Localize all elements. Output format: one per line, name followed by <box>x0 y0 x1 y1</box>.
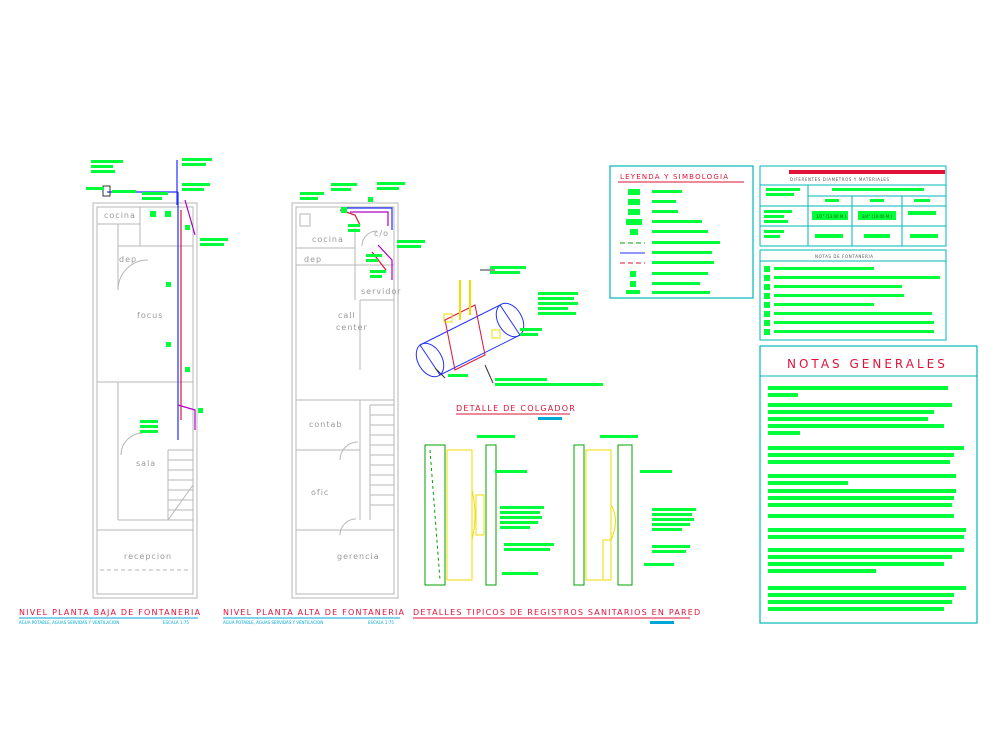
room-label: contab <box>309 420 342 429</box>
diameters-table-cells <box>764 188 938 238</box>
legend-title: LEYENDA Y SIMBOLOGIA <box>620 173 729 181</box>
room-label: dep <box>119 255 137 264</box>
room-label: sala <box>136 459 156 468</box>
upper-plumbing-lines <box>339 207 393 280</box>
upper-plan-scale: ESCALA 1:75 <box>368 620 394 625</box>
ground-annotation-tags <box>86 158 228 433</box>
hanger-detail-title: DETALLE DE COLGADOR <box>456 404 576 413</box>
ground-plan-title: NIVEL PLANTA BAJA DE FONTANERIA <box>19 608 201 617</box>
general-notes-title: NOTAS GENERALES <box>787 357 948 371</box>
room-label: focus <box>137 311 163 320</box>
upper-plan-title: NIVEL PLANTA ALTA DE FONTANERIA <box>223 608 405 617</box>
ground-stair <box>167 449 194 521</box>
ground-plan-subtitle: AGUA POTABLE, AGUAS SERVIDAS Y VENTILACI… <box>19 620 119 625</box>
room-label: recepcion <box>124 552 172 561</box>
scale-bar <box>538 417 562 420</box>
room-label: cocina <box>312 235 344 244</box>
room-label: cocina <box>104 211 136 220</box>
ground-plumbing-lines <box>102 160 196 440</box>
hanger-detail-tags <box>448 266 603 386</box>
wall-register-details <box>424 444 633 586</box>
diameters-table <box>759 165 947 247</box>
upper-stair <box>369 404 394 520</box>
room-label: center <box>336 323 368 332</box>
diameter-cell: 1/2" (13.00 M.) <box>816 214 847 219</box>
room-label: c/o <box>374 229 389 238</box>
registers-detail-title: DETALLES TIPICOS DE REGISTROS SANITARIOS… <box>413 608 701 617</box>
general-notes-panel <box>759 345 978 624</box>
upper-plan-subtitle: AGUA POTABLE, AGUAS SERVIDAS Y VENTILACI… <box>223 620 323 625</box>
room-label: servidor <box>361 287 402 296</box>
ground-plan-scale: ESCALA 1:75 <box>163 620 189 625</box>
upper-annotation-tags <box>300 182 425 278</box>
legend-panel <box>609 165 754 299</box>
diameters-title: DIFERENTES DIAMETROS Y MATERIALES <box>790 177 890 182</box>
ground-floor-plan <box>92 202 198 599</box>
plumbing-notes-panel <box>759 249 947 341</box>
room-label: call <box>338 311 356 320</box>
room-label: ofic <box>311 488 329 497</box>
room-label: dep <box>304 255 322 264</box>
wall-register-tags <box>477 435 696 575</box>
scale-bar <box>650 621 674 624</box>
diameter-cell: 3/4" (19.00 M.) <box>862 214 893 219</box>
room-label: gerencia <box>337 552 380 561</box>
plumbing-notes-title: NOTAS DE FONTANERIA <box>815 254 874 259</box>
hanger-detail-drawing <box>415 269 525 384</box>
